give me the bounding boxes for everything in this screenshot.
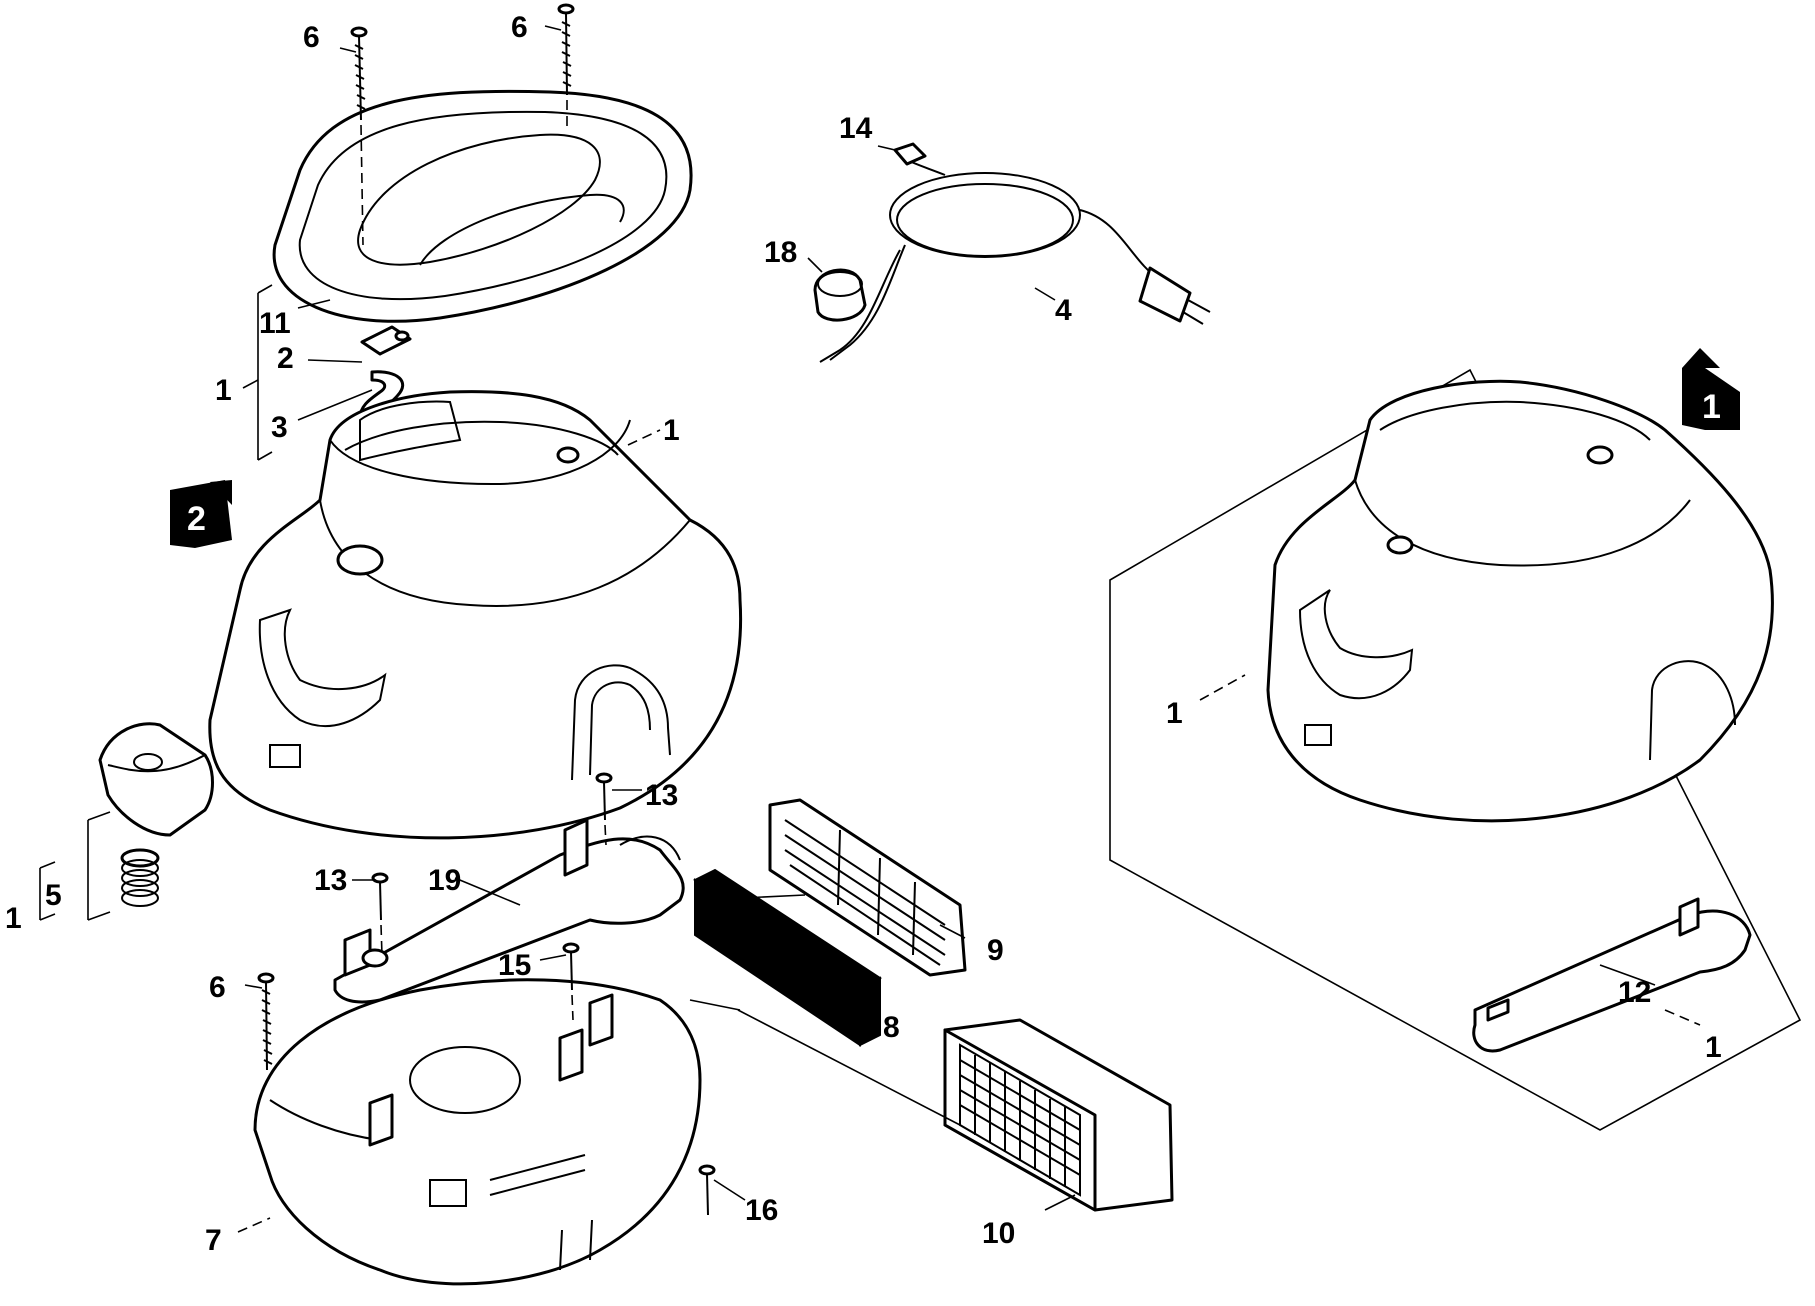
callout-6: 6 [511,11,528,44]
screw-part-13a [595,772,613,821]
foam-filter-part [692,868,883,1047]
callout-6: 6 [303,21,320,54]
callout-labels: 6 6 11 1 2 3 1 14 18 4 5 1 13 13 19 15 9… [5,11,1722,1257]
callout-10: 10 [982,1217,1015,1250]
callout-9: 9 [987,934,1004,967]
callout-15: 15 [498,949,531,982]
lower-housing-part [253,978,702,1286]
screw-part-6-lower [257,972,275,1071]
screw-axis-line [360,124,364,246]
view-marker-arrow-icon [1682,368,1740,430]
callout-13: 13 [645,779,678,812]
leader-lines [39,25,1701,1233]
callout-7: 7 [205,1224,222,1257]
screw-axis-line [380,924,383,956]
callout-11: 11 [259,307,291,340]
callout-18: 18 [764,236,797,269]
strain-relief-part [893,142,927,166]
power-cord-part [819,149,1211,363]
callout-1: 1 [215,374,232,407]
callout-6: 6 [209,971,226,1004]
callout-4: 4 [1055,294,1072,327]
view-marker-2: 2 [170,480,232,548]
latch-pin-part [360,325,412,356]
callout-12: 12 [1618,976,1651,1009]
screw-part-15 [562,942,580,991]
screw-part-16 [698,1164,716,1216]
view-marker-arrow-icon [170,480,232,548]
ferrite-core-part [813,268,867,322]
spring-part [120,848,160,907]
callout-3: 3 [271,411,288,444]
handle-bracket-part [333,818,685,1004]
view-marker-1-label: 1 [1702,388,1721,426]
screw-part-top-left [350,26,368,121]
view-marker-1: 1 [1682,348,1740,430]
callout-2: 2 [277,342,294,375]
filter-grille-part [768,798,967,977]
screw-part-13b [371,872,389,921]
screw-part-top-right [557,3,575,96]
callout-5: 5 [45,879,62,912]
view-marker-2-label: 2 [187,500,206,538]
hepa-filter-part [943,1018,1174,1212]
callout-1: 1 [5,902,22,935]
callout-1: 1 [1166,697,1183,730]
variant-housing-part [1266,379,1774,823]
variant-bracket-part [1472,897,1752,1053]
screw-axis-line [604,824,607,846]
callout-19: 19 [428,864,461,897]
callout-16: 16 [745,1194,778,1227]
release-button-part [98,722,214,837]
callout-1: 1 [663,414,680,447]
callout-1: 1 [1705,1031,1722,1064]
screw-axis-line [571,994,574,1021]
inner-latch-detail [336,446,580,576]
upper-housing-part [208,390,743,840]
callout-8: 8 [883,1011,900,1044]
callout-14: 14 [839,112,873,145]
callout-13: 13 [314,864,347,897]
handle-cover-part [272,89,693,323]
